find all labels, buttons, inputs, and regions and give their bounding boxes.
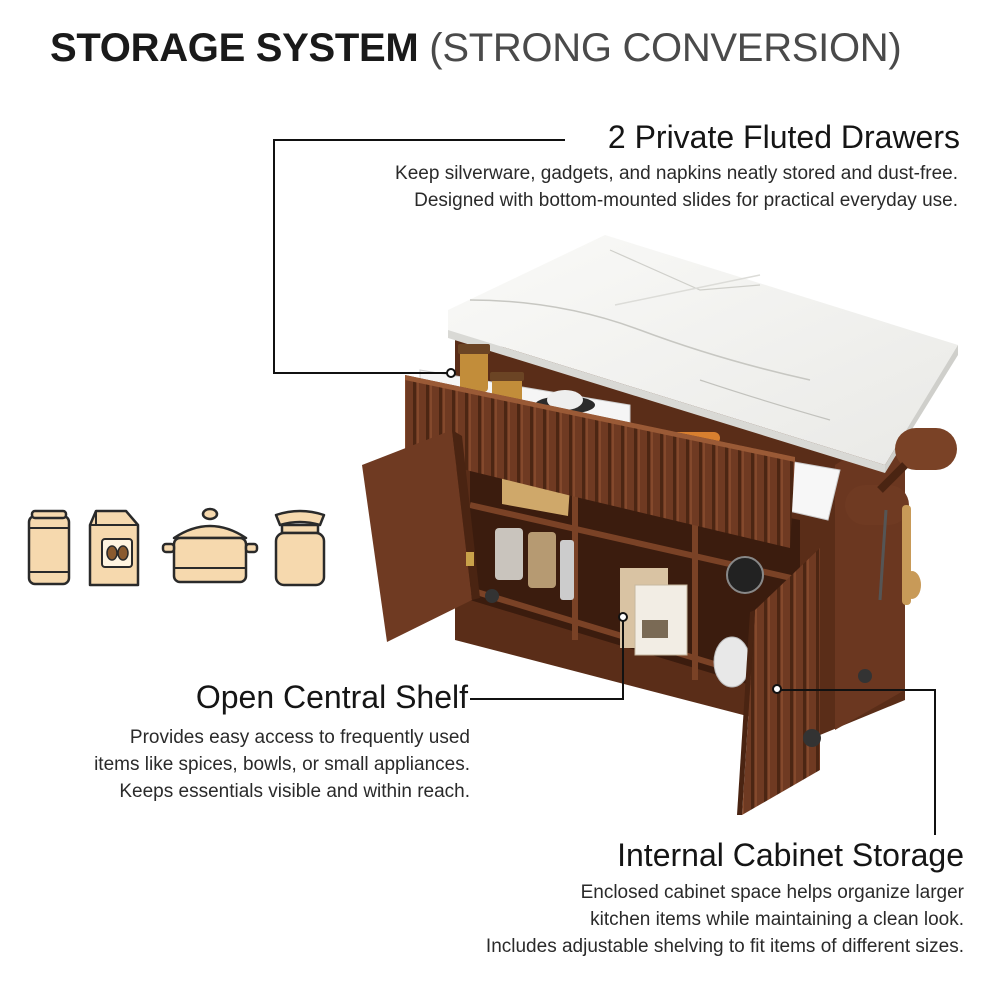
right-door <box>742 548 820 815</box>
callout-line-cabinet-v <box>934 689 936 835</box>
callout-line-drawers-v <box>273 139 275 374</box>
marble-countertop <box>448 235 958 465</box>
feature-drawers-line-1: Keep silverware, gadgets, and napkins ne… <box>395 163 958 184</box>
feature-drawers-line-2: Designed with bottom-mounted slides for … <box>414 190 958 211</box>
callout-dot-shelf <box>618 612 628 622</box>
callout-line-shelf-v <box>622 620 624 700</box>
feature-shelf-line-1: Provides easy access to frequently used <box>129 727 470 748</box>
can-icon <box>27 509 71 586</box>
callout-line-cabinet-h <box>778 689 936 691</box>
feature-shelf-desc: Provides easy access to frequently used … <box>94 724 470 805</box>
feature-cabinet-heading: Internal Cabinet Storage <box>617 837 964 873</box>
feature-drawers-desc: Keep silverware, gadgets, and napkins ne… <box>395 160 958 214</box>
feature-cabinet-line-2: kitchen items while maintaining a clean … <box>590 909 964 930</box>
page-title: STORAGE SYSTEM (STRONG CONVERSION) <box>50 24 902 72</box>
cooking-pot-icon <box>161 507 259 584</box>
callout-dot-drawers <box>446 368 456 378</box>
feature-shelf-line-3: Keeps essentials visible and within reac… <box>119 781 470 802</box>
feature-cabinet-desc: Enclosed cabinet space helps organize la… <box>486 879 964 960</box>
title-main: STORAGE SYSTEM <box>50 26 419 70</box>
left-door <box>362 430 472 642</box>
jar-icon <box>274 509 326 587</box>
feature-shelf-heading: Open Central Shelf <box>195 679 468 715</box>
feature-drawers-heading: 2 Private Fluted Drawers <box>607 119 960 155</box>
callout-line-drawers-h2 <box>273 372 448 374</box>
callout-line-drawers-h1 <box>273 139 565 141</box>
feature-cabinet-line-1: Enclosed cabinet space helps organize la… <box>580 882 964 903</box>
coffee-bag-icon <box>88 509 140 587</box>
title-sub: (STRONG CONVERSION) <box>429 26 902 70</box>
callout-dot-cabinet <box>772 684 782 694</box>
feature-shelf-line-2: items like spices, bowls, or small appli… <box>94 754 470 775</box>
feature-cabinet-line-3: Includes adjustable shelving to fit item… <box>485 936 964 957</box>
callout-line-shelf-h <box>470 698 624 700</box>
